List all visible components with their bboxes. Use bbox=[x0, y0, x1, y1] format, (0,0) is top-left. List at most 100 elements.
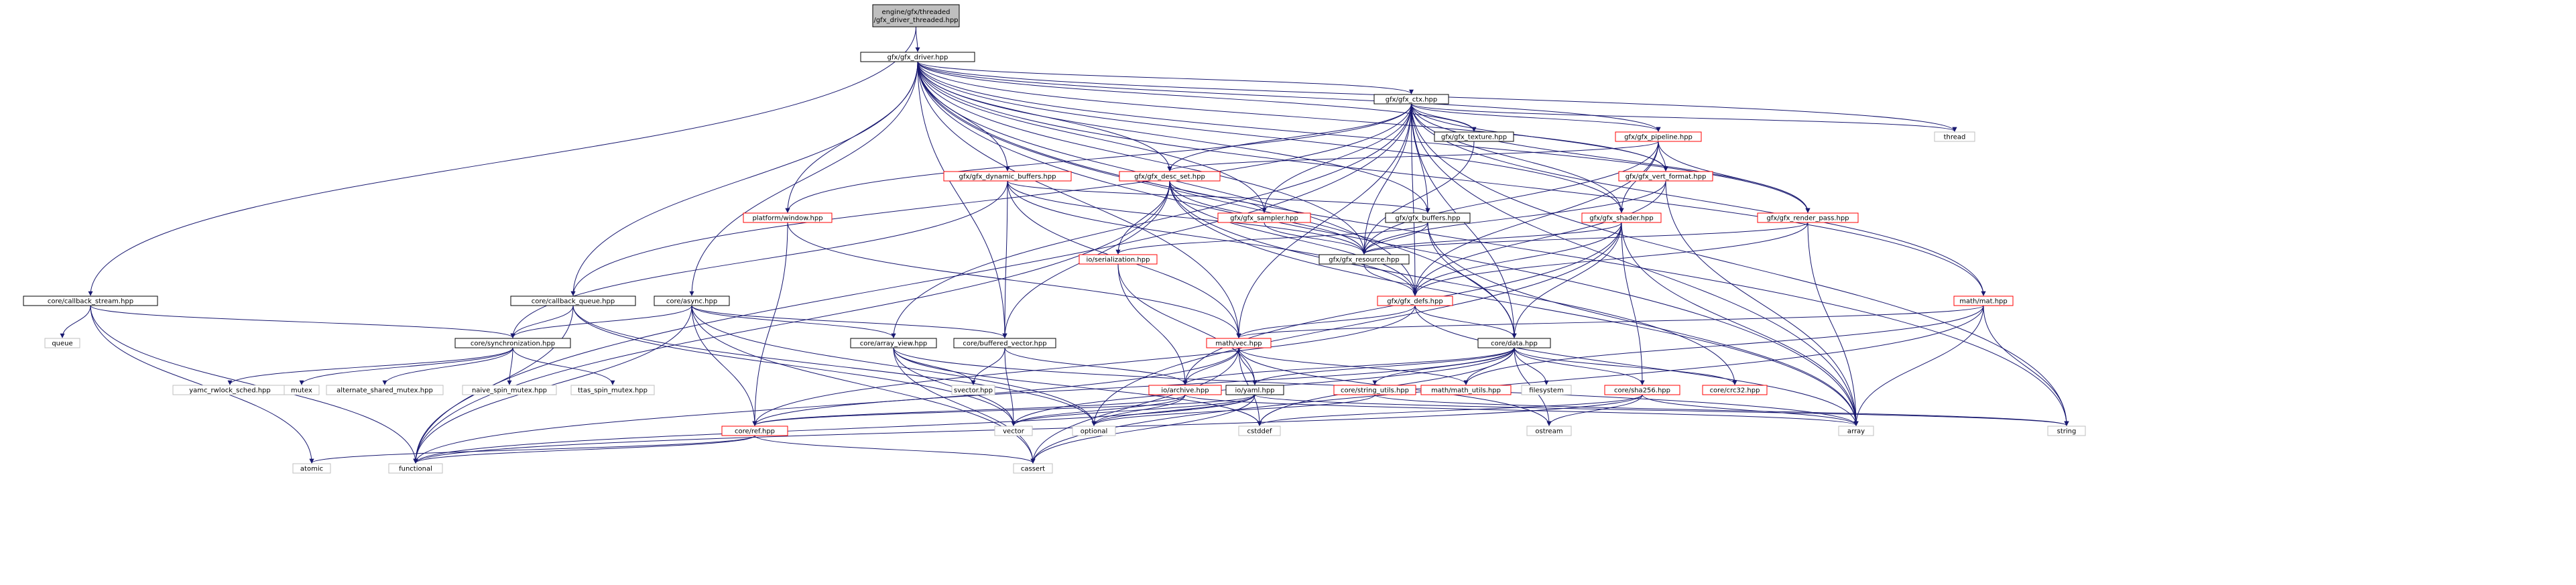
edge-core_synchronization-to-yamc_rwlock_sched bbox=[227, 347, 513, 385]
edge-gfx_desc_set-to-core_crc32 bbox=[1169, 180, 1737, 385]
node-gfx_ctx[interactable]: gfx/gfx_ctx.hpp bbox=[1373, 94, 1449, 105]
node-vector: vector bbox=[994, 426, 1033, 436]
node-box-vector bbox=[994, 426, 1033, 436]
node-ostream: ostream bbox=[1526, 426, 1572, 436]
node-ttas_spin_mutex: ttas_spin_mutex.hpp bbox=[570, 385, 655, 395]
node-box-alternate_shared_mutex bbox=[326, 385, 444, 395]
node-label-gfx_desc_set: gfx/gfx_desc_set.hpp bbox=[1134, 174, 1205, 181]
node-box-cstddef bbox=[1238, 426, 1281, 436]
node-math_math_utils[interactable]: math/math_utils.hpp bbox=[1420, 385, 1512, 395]
node-gfx_vert_format[interactable]: gfx/gfx_vert_format.hpp bbox=[1618, 171, 1713, 182]
node-box-array bbox=[1838, 426, 1874, 436]
node-label-gfx_vert_format: gfx/gfx_vert_format.hpp bbox=[1626, 174, 1707, 181]
node-io_archive[interactable]: io/archive.hpp bbox=[1148, 385, 1222, 395]
node-platform_window[interactable]: platform/window.hpp bbox=[743, 212, 833, 223]
node-core_array_view[interactable]: core/array_view.hpp bbox=[850, 338, 937, 348]
edge-gfx_vert_format-to-gfx_defs bbox=[1412, 180, 1666, 296]
node-gfx_render_pass[interactable]: gfx/gfx_render_pass.hpp bbox=[1757, 212, 1859, 223]
edge-gfx_shader-to-core_sha256 bbox=[1621, 222, 1645, 385]
node-core_crc32[interactable]: core/crc32.hpp bbox=[1702, 385, 1768, 395]
node-label-gfx_shader: gfx/gfx_shader.hpp bbox=[1589, 215, 1654, 222]
node-core_callback_queue[interactable]: core/callback_queue.hpp bbox=[510, 296, 636, 306]
edge-gfx_driver-to-gfx_pipeline bbox=[917, 61, 1661, 132]
edge-gfx_ctx-to-thread bbox=[1411, 103, 1957, 132]
node-label-gfx_render_pass: gfx/gfx_render_pass.hpp bbox=[1766, 215, 1849, 222]
node-math_vec[interactable]: math/vec.hpp bbox=[1206, 338, 1272, 348]
node-root[interactable]: engine/gfx/threaded/gfx_driver_threaded.… bbox=[872, 4, 960, 27]
node-gfx_shader[interactable]: gfx/gfx_shader.hpp bbox=[1581, 212, 1662, 223]
edge-gfx_ctx-to-array bbox=[1411, 103, 1859, 426]
node-gfx_driver[interactable]: gfx/gfx_driver.hpp bbox=[860, 52, 975, 62]
node-core_buffered_vector[interactable]: core/buffered_vector.hpp bbox=[953, 338, 1056, 348]
node-box-core_data bbox=[1477, 338, 1551, 348]
edge-gfx_ctx-to-gfx_vert_format bbox=[1411, 103, 1668, 172]
edge-gfx_driver-to-gfx_ctx bbox=[917, 61, 1414, 94]
node-gfx_desc_set[interactable]: gfx/gfx_desc_set.hpp bbox=[1119, 171, 1221, 182]
edge-core_ref-to-atomic bbox=[309, 435, 755, 464]
node-core_string_utils[interactable]: core/string_utils.hpp bbox=[1333, 385, 1416, 395]
edge-core_array_view-to-svector bbox=[893, 347, 976, 385]
node-gfx_pipeline[interactable]: gfx/gfx_pipeline.hpp bbox=[1615, 131, 1702, 142]
node-box-core_async bbox=[654, 296, 730, 306]
edge-io_yaml-to-cassert bbox=[1030, 394, 1255, 464]
dependency-nodes: engine/gfx/threaded/gfx_driver_threaded.… bbox=[23, 4, 2086, 474]
edge-core_data-to-core_sha256 bbox=[1514, 347, 1645, 385]
node-io_yaml[interactable]: io/yaml.hpp bbox=[1225, 385, 1284, 395]
edge-core_async-to-core_buffered_vector bbox=[691, 305, 1007, 338]
node-gfx_dynamic_buffers[interactable]: gfx/gfx_dynamic_buffers.hpp bbox=[943, 171, 1072, 182]
edge-core_callback_stream-to-core_synchronization bbox=[90, 305, 515, 338]
edge-gfx_ctx-to-gfx_shader bbox=[1411, 103, 1624, 213]
node-label-core_ref: core/ref.hpp bbox=[735, 428, 775, 436]
edge-gfx_driver-to-gfx_sampler bbox=[917, 61, 1267, 213]
node-io_serialization[interactable]: io/serialization.hpp bbox=[1079, 254, 1158, 265]
node-core_callback_stream[interactable]: core/callback_stream.hpp bbox=[23, 296, 158, 306]
edge-gfx_driver-to-string bbox=[917, 61, 2069, 426]
edge-gfx_vert_format-to-gfx_resource bbox=[1361, 180, 1666, 255]
node-box-core_buffered_vector bbox=[953, 338, 1056, 348]
node-core_async[interactable]: core/async.hpp bbox=[654, 296, 730, 306]
node-label-core_sha256: core/sha256.hpp bbox=[1614, 387, 1670, 395]
edge-core_string_utils-to-optional bbox=[1091, 394, 1375, 426]
node-core_data[interactable]: core/data.hpp bbox=[1477, 338, 1551, 348]
node-cstddef: cstddef bbox=[1238, 426, 1281, 436]
node-box-gfx_shader bbox=[1581, 212, 1662, 223]
node-yamc_rwlock_sched: yamc_rwlock_sched.hpp bbox=[172, 385, 288, 395]
node-string: string bbox=[2047, 426, 2086, 436]
edge-gfx_pipeline-to-gfx_resource bbox=[1361, 141, 1659, 255]
node-optional: optional bbox=[1072, 426, 1116, 436]
node-core_synchronization[interactable]: core/synchronization.hpp bbox=[454, 338, 571, 348]
node-label-root: /gfx_driver_threaded.hpp bbox=[873, 17, 958, 24]
edge-core_callback_stream-to-queue bbox=[60, 305, 91, 338]
node-gfx_resource[interactable]: gfx/gfx_resource.hpp bbox=[1318, 254, 1410, 265]
edge-io_serialization-to-io_archive bbox=[1117, 263, 1188, 385]
edge-gfx_driver-to-math_vec bbox=[917, 61, 1241, 338]
edge-gfx_driver-to-core_async bbox=[689, 61, 918, 296]
node-math_mat[interactable]: math/mat.hpp bbox=[1953, 296, 2014, 306]
edge-core_async-to-functional bbox=[413, 305, 692, 464]
edge-io_archive-to-array bbox=[1184, 394, 1859, 426]
edge-core_async-to-core_synchronization bbox=[510, 305, 692, 338]
node-gfx_texture[interactable]: gfx/gfx_texture.hpp bbox=[1434, 131, 1514, 142]
node-gfx_sampler[interactable]: gfx/gfx_sampler.hpp bbox=[1217, 212, 1311, 223]
edge-gfx_render_pass-to-gfx_resource bbox=[1361, 222, 1808, 255]
dependency-edges bbox=[60, 26, 2069, 464]
node-gfx_defs[interactable]: gfx/gfx_defs.hpp bbox=[1377, 296, 1453, 306]
edge-gfx_ctx-to-functional bbox=[413, 103, 1412, 464]
node-atomic: atomic bbox=[292, 463, 331, 474]
edge-core_array_view-to-cstddef bbox=[893, 347, 1262, 426]
edge-core_synchronization-to-mutex bbox=[299, 347, 513, 385]
node-gfx_buffers[interactable]: gfx/gfx_buffers.hpp bbox=[1385, 212, 1471, 223]
node-box-filesystem bbox=[1521, 385, 1572, 395]
edge-gfx_dynamic_buffers-to-gfx_defs bbox=[1007, 180, 1418, 296]
node-box-gfx_driver bbox=[860, 52, 975, 62]
edge-gfx_ctx-to-gfx_resource bbox=[1361, 103, 1412, 255]
edge-root-to-gfx_driver bbox=[915, 26, 920, 52]
edge-gfx_driver-to-gfx_resource bbox=[917, 61, 1367, 255]
edge-core_sha256-to-ostream bbox=[1546, 394, 1643, 426]
edge-core_data-to-io_archive bbox=[1182, 347, 1515, 385]
edge-core_sha256-to-array bbox=[1642, 394, 1859, 426]
edge-gfx_defs-to-array bbox=[1414, 305, 1859, 426]
node-core_sha256[interactable]: core/sha256.hpp bbox=[1604, 385, 1680, 395]
edge-core_callback_queue-to-core_synchronization bbox=[510, 305, 574, 338]
node-core_ref[interactable]: core/ref.hpp bbox=[721, 426, 788, 436]
